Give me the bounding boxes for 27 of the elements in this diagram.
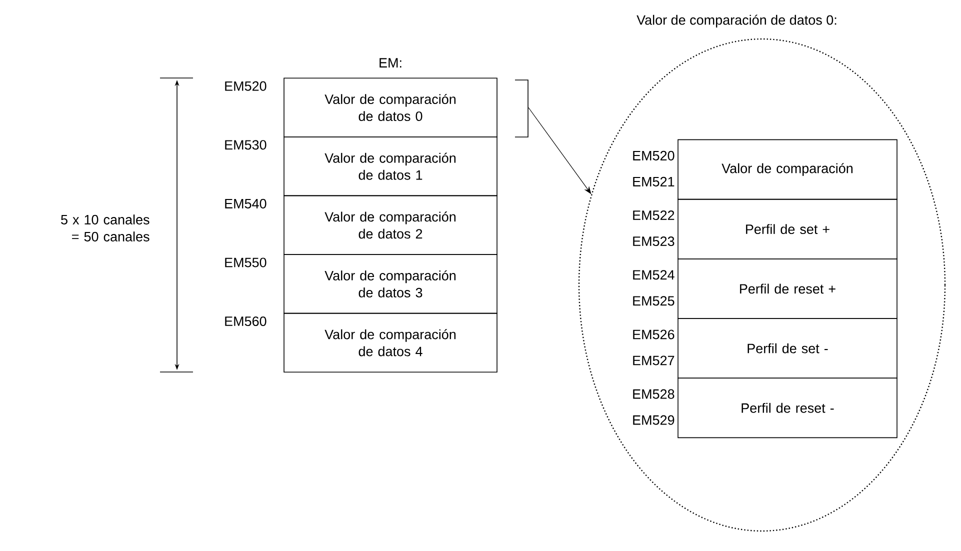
address-label: EM529 — [633, 415, 674, 425]
address-label: EM525 — [633, 296, 674, 306]
memory-box: Valor de comparación de datos 3 — [284, 254, 498, 314]
memory-box: Perfil de set - — [678, 318, 898, 378]
memory-box: Perfil de reset - — [678, 378, 898, 438]
memory-box: Perfil de set + — [678, 198, 898, 260]
address-label: EM527 — [633, 356, 674, 366]
address-label: EM522 — [633, 210, 674, 220]
address-label: EM530 — [225, 140, 266, 150]
memory-box: Valor de comparación — [678, 139, 898, 200]
address-label: EM520 — [633, 150, 674, 160]
address-label: EM560 — [225, 316, 266, 326]
memory-box: Valor de comparación de datos 2 — [284, 195, 498, 255]
address-label: EM540 — [225, 198, 266, 208]
address-label: EM520 — [225, 81, 266, 91]
memory-box: Valor de comparación de datos 0 — [284, 78, 498, 138]
memory-box: Valor de comparación de datos 1 — [284, 136, 498, 196]
address-label: EM550 — [225, 258, 266, 268]
memory-box: Valor de comparación de datos 4 — [284, 312, 498, 372]
address-label: EM524 — [633, 270, 674, 280]
address-label: EM526 — [633, 330, 674, 340]
dimension-label: 5 x 10 canales = 50 canales — [61, 214, 150, 242]
address-label: EM521 — [633, 176, 674, 186]
address-label: EM528 — [633, 389, 674, 399]
address-label: EM523 — [633, 236, 674, 246]
heading: Valor de comparación de datos 0: — [636, 14, 836, 28]
memory-box: Perfil de reset + — [678, 258, 898, 319]
